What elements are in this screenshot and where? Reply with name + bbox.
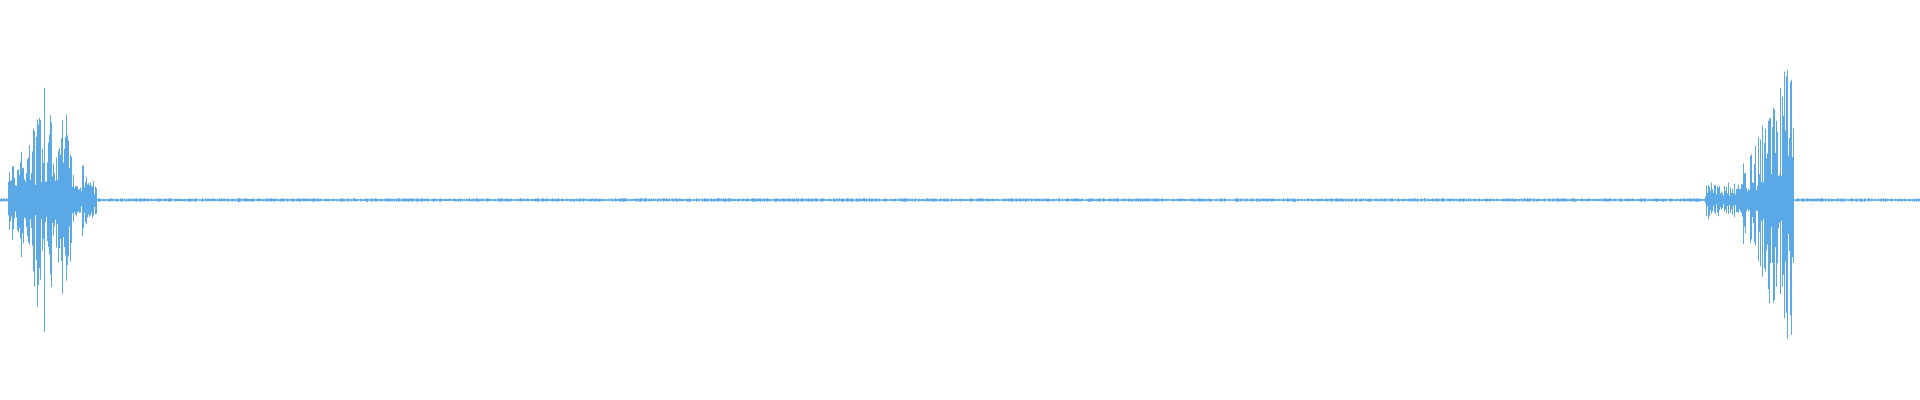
waveform-bars: [0, 70, 1920, 339]
